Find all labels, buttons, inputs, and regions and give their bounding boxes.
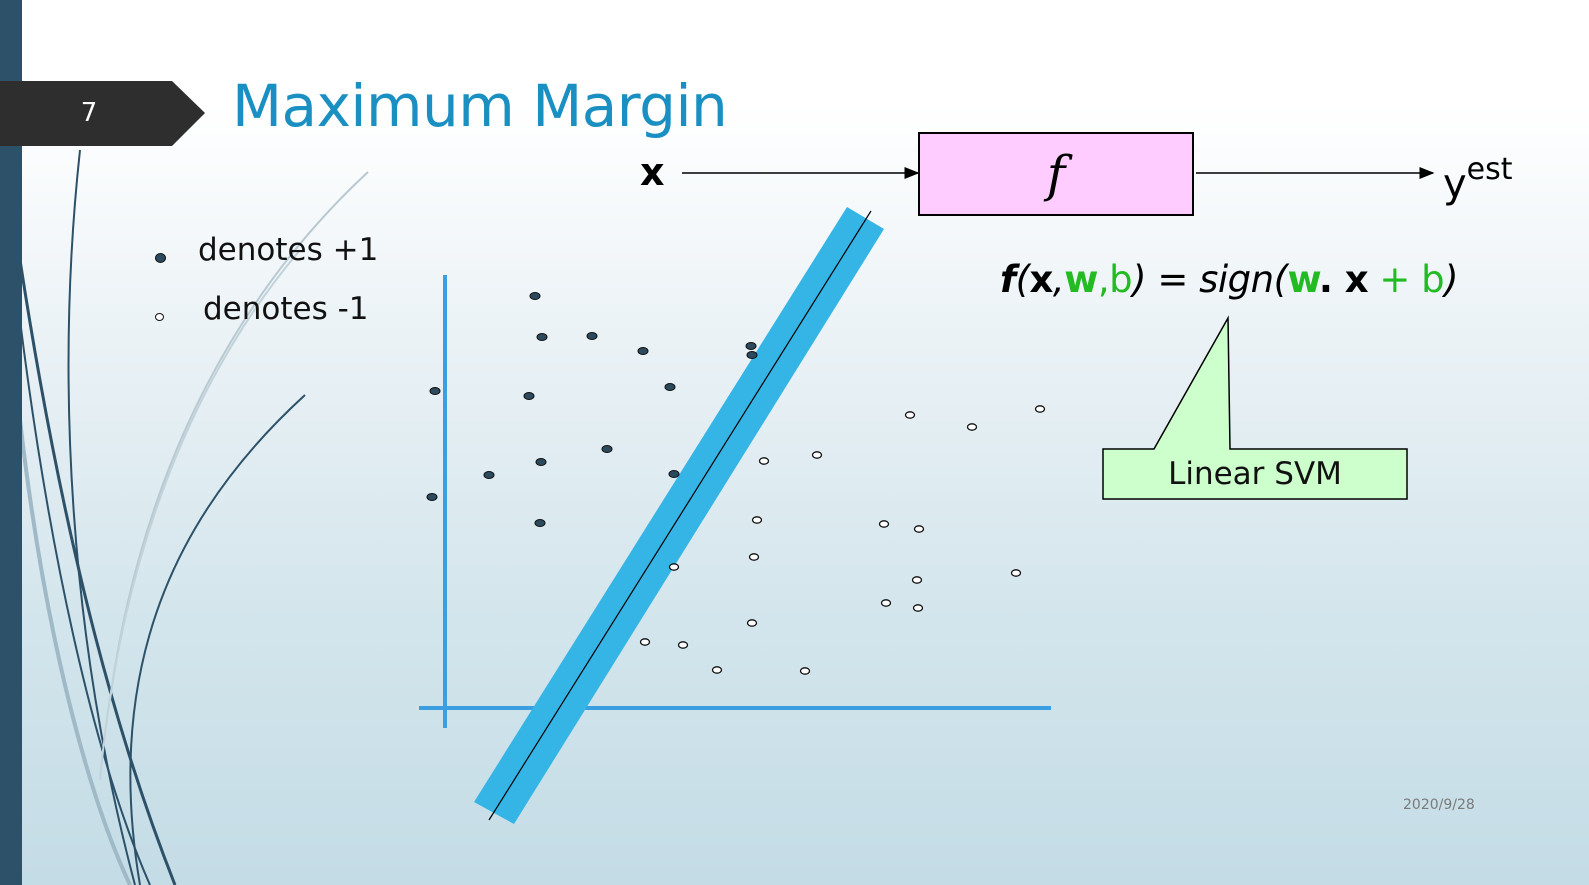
positive-point xyxy=(637,347,649,355)
negative-point xyxy=(1010,569,1022,577)
slide-title: Maximum Margin xyxy=(232,72,728,140)
positive-point xyxy=(745,342,757,350)
positive-point xyxy=(529,292,541,300)
output-symbol: y xyxy=(1443,161,1467,207)
negative-point xyxy=(746,619,758,627)
positive-point xyxy=(601,445,613,453)
formula-part: , xyxy=(1052,258,1065,301)
positive-point xyxy=(483,471,495,479)
slide-number-tab xyxy=(0,81,205,146)
linear-svm-label: Linear SVM xyxy=(1168,456,1342,492)
svm-formula: f(x,w,b) = sign(w. x + b) xyxy=(1000,258,1459,301)
negative-point xyxy=(677,641,689,649)
negative-point xyxy=(912,604,924,612)
negative-point xyxy=(1034,405,1046,413)
positive-point xyxy=(534,519,546,527)
data-points xyxy=(426,292,1046,675)
negative-point xyxy=(966,423,978,431)
function-label: f xyxy=(1046,145,1066,203)
negative-point xyxy=(880,599,892,607)
left-accent-bar xyxy=(0,0,22,885)
output-superscript: est xyxy=(1466,152,1513,187)
formula-part: w xyxy=(1287,258,1320,301)
positive-point xyxy=(523,392,535,400)
positive-point xyxy=(586,332,598,340)
output-y-label: yest xyxy=(1443,152,1513,207)
positive-point xyxy=(536,333,548,341)
positive-point xyxy=(668,470,680,478)
input-x-label: x xyxy=(640,150,665,194)
legend-label-positive: denotes +1 xyxy=(198,232,379,268)
formula-part: ( xyxy=(1015,258,1030,301)
negative-point xyxy=(711,666,723,674)
positive-point xyxy=(535,458,547,466)
negative-point xyxy=(878,520,890,528)
positive-point xyxy=(746,351,758,359)
negative-point xyxy=(811,451,823,459)
positive-point xyxy=(426,493,438,501)
negative-point xyxy=(751,516,763,524)
formula-part: f xyxy=(1000,258,1016,301)
slide-date: 2020/9/28 xyxy=(1403,797,1475,813)
legend-filled-dot-icon xyxy=(155,253,166,263)
formula-part: . x xyxy=(1318,258,1369,301)
negative-point xyxy=(911,576,923,584)
negative-point xyxy=(639,638,651,646)
formula-part: ) = sign( xyxy=(1132,258,1288,301)
positive-point xyxy=(429,387,441,395)
negative-point xyxy=(913,525,925,533)
legend-label-negative: denotes -1 xyxy=(203,291,369,327)
function-box: f xyxy=(918,132,1194,216)
negative-point xyxy=(758,457,770,465)
negative-point xyxy=(668,563,680,571)
slide-number: 7 xyxy=(80,98,98,128)
margin-band xyxy=(474,207,884,824)
decision-boundary-line xyxy=(488,210,872,821)
formula-part: ) xyxy=(1444,258,1459,301)
negative-point xyxy=(904,411,916,419)
negative-point xyxy=(799,667,811,675)
legend-hollow-dot-icon xyxy=(155,313,164,321)
negative-point xyxy=(748,553,760,561)
formula-part: w xyxy=(1064,258,1098,301)
formula-part: x xyxy=(1029,258,1054,301)
formula-part: ,b xyxy=(1097,258,1133,301)
positive-point xyxy=(664,383,676,391)
formula-part: + b xyxy=(1368,258,1445,301)
